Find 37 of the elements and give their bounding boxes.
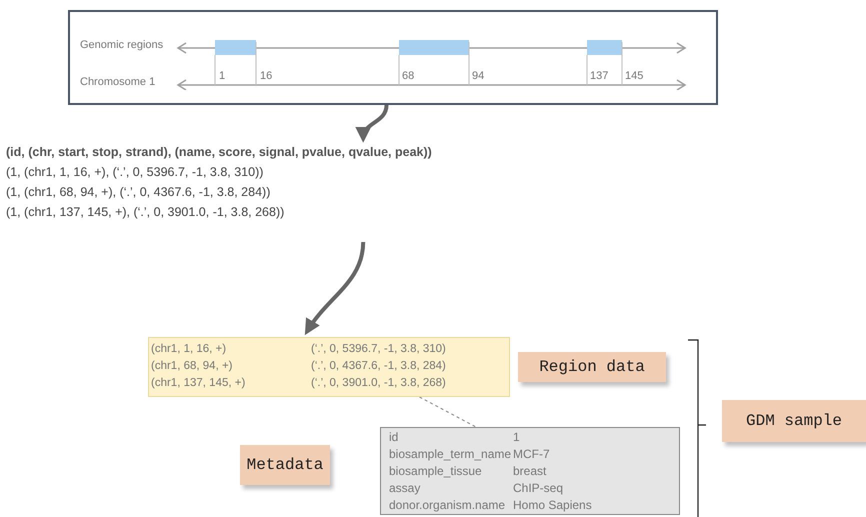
table-text: Homo Sapiens [513, 497, 593, 514]
curved-arrow [304, 242, 366, 336]
track-label: Chromosome 1 [80, 77, 156, 88]
tuple-schema-heading: (id, (chr, start, stop, strand), (name, score, signal, pvalue, qvalue, peak)) [6, 144, 433, 161]
coordinate-label: 145 [625, 71, 644, 82]
region-tuple: (1, (chr1, 68, 94, +), (‘.’, 0, 4367.6, -1, 3.8, 284)) [6, 184, 272, 201]
table-text: biosample_term_name [389, 446, 512, 463]
tag-label: GDM sample [722, 400, 866, 442]
region-tuple: (1, (chr1, 137, 145, +), (‘.’, 0, 3901.0, -1, 3.8, 268)) [6, 204, 286, 221]
coordinate-label: 68 [402, 71, 414, 82]
table-text: breast [513, 463, 548, 480]
table-text: (‘.’, 0, 3901.0, -1, 3.8, 268) [311, 376, 447, 391]
table-text: biosample_tissue [389, 463, 483, 480]
table-text: ChIP-seq [513, 480, 564, 497]
genome-track-panel [68, 10, 718, 105]
table-text: 1 [513, 429, 521, 446]
region-data-table [148, 337, 510, 397]
metadata-table [380, 427, 680, 515]
table-text: (chr1, 137, 145, +) [151, 376, 246, 391]
tag-label: Region data [518, 352, 666, 382]
coordinate-label: 137 [590, 71, 608, 82]
table-text: id [389, 429, 400, 446]
table-text: (chr1, 1, 16, +) [151, 342, 228, 357]
track-label: Genomic regions [80, 40, 164, 51]
table-text: (‘.’, 0, 4367.6, -1, 3.8, 284) [311, 359, 447, 374]
coordinate-label: 1 [219, 71, 226, 82]
table-text: assay [389, 480, 422, 497]
table-text: donor.organism.name [389, 497, 506, 514]
coordinate-label: 16 [260, 71, 272, 82]
table-text: (chr1, 68, 94, +) [151, 359, 234, 374]
curved-arrow [356, 104, 388, 143]
dashed-connector [419, 396, 476, 428]
table-text: (‘.’, 0, 5396.7, -1, 3.8, 310) [311, 342, 447, 357]
region-tuple: (1, (chr1, 1, 16, +), (‘.’, 0, 5396.7, -1, 3.8, 310)) [6, 164, 264, 181]
table-text: MCF-7 [513, 446, 551, 463]
tag-label: Metadata [240, 445, 330, 485]
coordinate-label: 94 [472, 71, 484, 82]
